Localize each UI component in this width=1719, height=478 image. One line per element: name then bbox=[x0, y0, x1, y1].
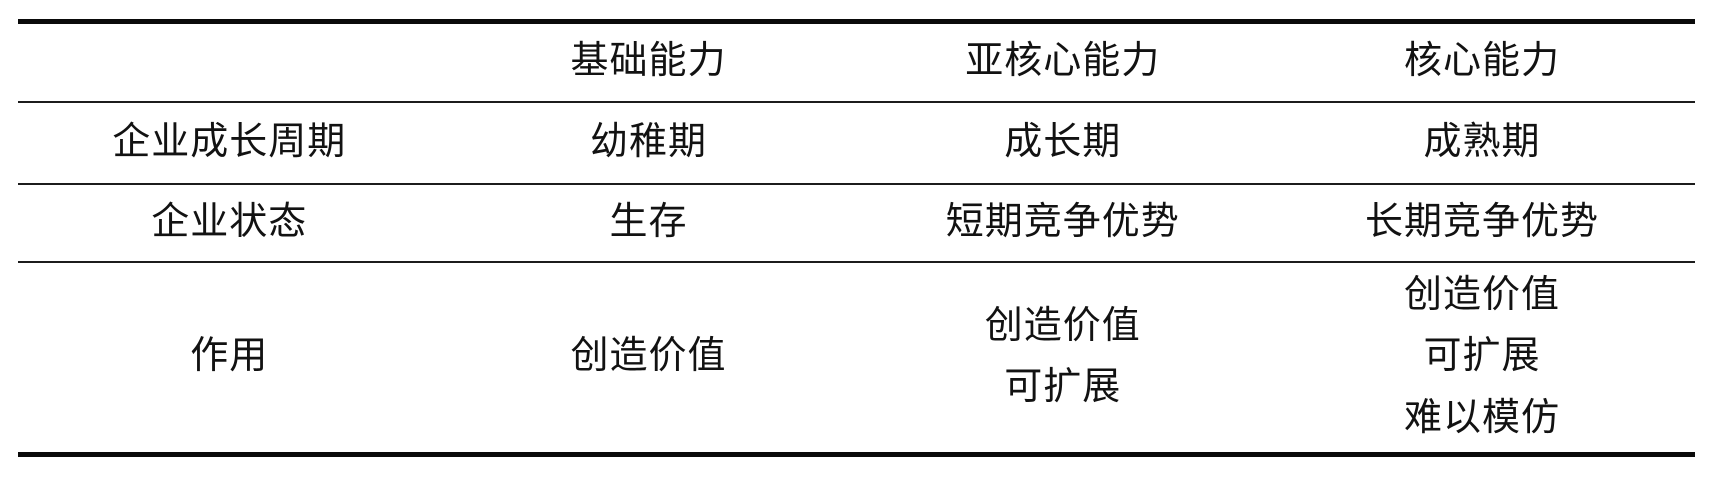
table-row-function: 作用 创造价值 创造价值 可扩展 创造价值 可扩展 难以模仿 bbox=[18, 261, 1695, 455]
table-cell: 短期竞争优势 bbox=[945, 200, 1180, 243]
table-cell: 成熟期 bbox=[1423, 120, 1541, 163]
header-cell-empty bbox=[18, 22, 441, 102]
table-cell: 创造价值 bbox=[570, 335, 727, 378]
table-header-row: 基础能力 亚核心能力 核心能力 bbox=[18, 22, 1695, 102]
header-cell-basic-capability: 基础能力 bbox=[570, 40, 727, 83]
header-cell-subcore-capability: 亚核心能力 bbox=[965, 40, 1161, 83]
row-label: 企业成长周期 bbox=[112, 120, 347, 163]
table-cell: 幼稚期 bbox=[590, 120, 708, 163]
row-label: 作用 bbox=[190, 335, 269, 378]
table-row-growth-cycle: 企业成长周期 幼稚期 成长期 成熟期 bbox=[18, 101, 1695, 184]
table-cell: 长期竞争优势 bbox=[1365, 200, 1600, 243]
row-label: 企业状态 bbox=[151, 200, 308, 243]
header-cell-core-capability: 核心能力 bbox=[1404, 40, 1561, 83]
table-cell: 生存 bbox=[609, 200, 688, 243]
table-cell: 创造价值 可扩展 难以模仿 bbox=[1404, 273, 1561, 440]
table-cell: 成长期 bbox=[1004, 120, 1122, 163]
capability-growth-table: 基础能力 亚核心能力 核心能力 企业成长周期 幼稚期 成长期 成熟期 企业状态 … bbox=[18, 19, 1695, 457]
table-row-enterprise-state: 企业状态 生存 短期竞争优势 长期竞争优势 bbox=[18, 183, 1695, 262]
table-cell: 创造价值 可扩展 bbox=[984, 304, 1141, 409]
